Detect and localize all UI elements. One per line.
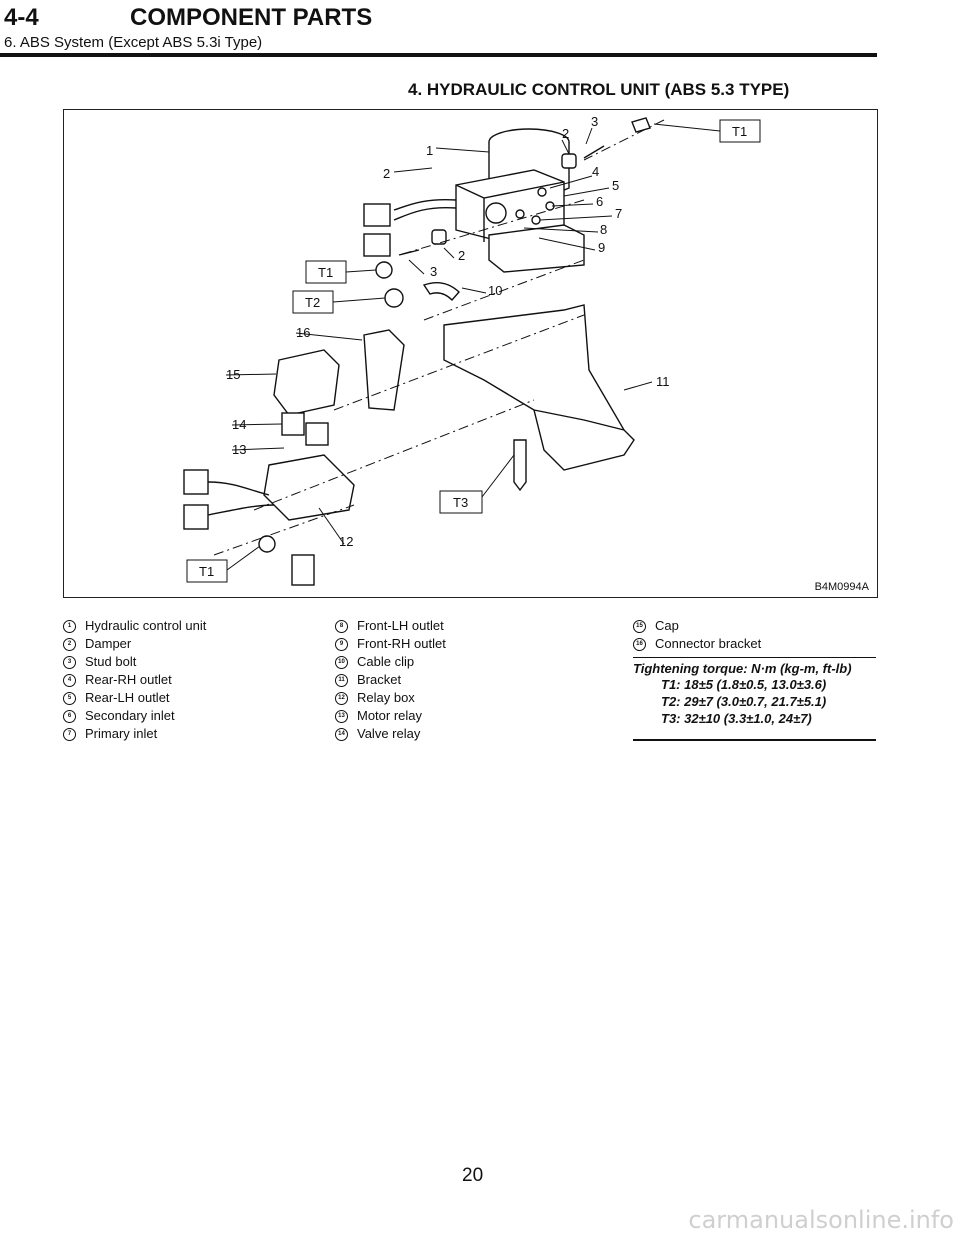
torque-tag-t3: T3 [453, 495, 468, 510]
item-number: 4 [63, 673, 76, 687]
list-item: 3 Stud bolt [63, 653, 206, 671]
callout-14: 14 [232, 417, 246, 432]
callout-12: 12 [339, 534, 353, 549]
callout-1: 1 [426, 143, 433, 158]
item-number: 8 [335, 619, 348, 633]
callout-5: 5 [612, 178, 619, 193]
item-number: 3 [63, 655, 76, 669]
list-item: 13 Motor relay [335, 707, 446, 725]
item-label: Damper [85, 636, 132, 651]
callout-9: 9 [598, 240, 605, 255]
torque-t3: T3: 32±10 (3.3±1.0, 24±7) [661, 711, 812, 726]
item-number: 12 [335, 691, 348, 705]
item-label: Cap [655, 618, 679, 633]
item-label: Hydraulic control unit [85, 618, 207, 633]
item-label: Stud bolt [85, 654, 137, 669]
parts-list-col1: 1 Hydraulic control unit 2 Damper 3 Stud bo… [63, 617, 206, 743]
item-number: 14 [335, 727, 348, 741]
item-label: Connector bracket [655, 636, 762, 651]
callout-4: 4 [592, 164, 599, 179]
callout-6: 6 [596, 194, 603, 209]
list-item: 8 Front-LH outlet [335, 617, 446, 635]
list-item: 1 Hydraulic control unit [63, 617, 206, 635]
torque-tag-t2: T2 [305, 295, 320, 310]
torque-heading: Tightening torque: N·m (kg-m, ft-lb) [633, 661, 852, 676]
item-number: 9 [335, 637, 348, 651]
item-label: Bracket [357, 672, 402, 687]
item-label: Cable clip [357, 654, 415, 669]
item-label: Relay box [357, 690, 415, 705]
item-label: Front-LH outlet [357, 618, 444, 633]
list-item: 10 Cable clip [335, 653, 446, 671]
item-label: Rear-LH outlet [85, 690, 170, 705]
callout-16: 16 [296, 325, 310, 340]
item-number: 10 [335, 655, 348, 669]
item-number: 6 [63, 709, 76, 723]
header-rule [0, 53, 877, 57]
torque-spec-box: Tightening torque: N·m (kg-m, ft-lb) T1:… [633, 657, 876, 741]
item-number: 15 [633, 619, 646, 633]
list-item: 6 Secondary inlet [63, 707, 206, 725]
item-number: 11 [335, 673, 348, 687]
callout-3-a: 3 [591, 114, 598, 129]
callout-2-b: 2 [562, 126, 569, 141]
item-label: Rear-RH outlet [85, 672, 172, 687]
diagram-drawing: T1 T1 T2 T3 T1 [183, 114, 761, 586]
list-item: 11 Bracket [335, 671, 446, 689]
callout-8: 8 [600, 222, 607, 237]
parts-list-col2: 8 Front-LH outlet 9 Front-RH outlet 10 Cabl… [335, 617, 446, 743]
torque-tag-t1-c: T1 [199, 564, 214, 579]
list-item: 4 Rear-RH outlet [63, 671, 206, 689]
item-label: Valve relay [357, 726, 421, 741]
list-item: 15 Cap [633, 617, 761, 635]
item-label: Front-RH outlet [357, 636, 446, 651]
list-item: 16 Connector bracket [633, 635, 761, 653]
exploded-diagram: T1 T1 T2 T3 T1 [63, 109, 878, 598]
item-number: 2 [63, 637, 76, 651]
item-number: 16 [633, 637, 646, 651]
page-title: COMPONENT PARTS [130, 4, 373, 31]
list-item: 7 Primary inlet [63, 725, 206, 743]
torque-t1: T1: 18±5 (1.8±0.5, 13.0±3.6) [661, 677, 827, 692]
figure-title: 4. HYDRAULIC CONTROL UNIT (ABS 5.3 TYPE) [408, 80, 790, 99]
list-item: 9 Front-RH outlet [335, 635, 446, 653]
callout-2-c: 2 [458, 248, 465, 263]
torque-t2: T2: 29±7 (3.0±0.7, 21.7±5.1) [661, 694, 827, 709]
callout-11: 11 [656, 374, 670, 389]
page-number: 20 [462, 1165, 484, 1186]
torque-tag-t1-b: T1 [318, 265, 333, 280]
item-number: 1 [63, 619, 76, 633]
list-item: 2 Damper [63, 635, 206, 653]
callout-13: 13 [232, 442, 246, 457]
callout-2-a: 2 [383, 166, 390, 181]
item-number: 7 [63, 727, 76, 741]
parts-list-col3: 15 Cap 16 Connector bracket [633, 617, 761, 653]
section-subtitle: 6. ABS System (Except ABS 5.3i Type) [4, 34, 263, 51]
item-label: Primary inlet [85, 726, 158, 741]
item-label: Motor relay [357, 708, 423, 723]
torque-tag-t1-a: T1 [732, 124, 747, 139]
callout-10: 10 [488, 283, 502, 298]
callout-15: 15 [226, 367, 240, 382]
section-number: 4-4 [4, 4, 39, 31]
list-item: 12 Relay box [335, 689, 446, 707]
item-number: 13 [335, 709, 348, 723]
list-item: 5 Rear-LH outlet [63, 689, 206, 707]
callout-7: 7 [615, 206, 622, 221]
callout-3-b: 3 [430, 264, 437, 279]
figure-code: B4M0994A [814, 581, 869, 593]
watermark: carmanualsonline.info [688, 1206, 954, 1234]
item-label: Secondary inlet [85, 708, 175, 723]
list-item: 14 Valve relay [335, 725, 446, 743]
item-number: 5 [63, 691, 76, 705]
